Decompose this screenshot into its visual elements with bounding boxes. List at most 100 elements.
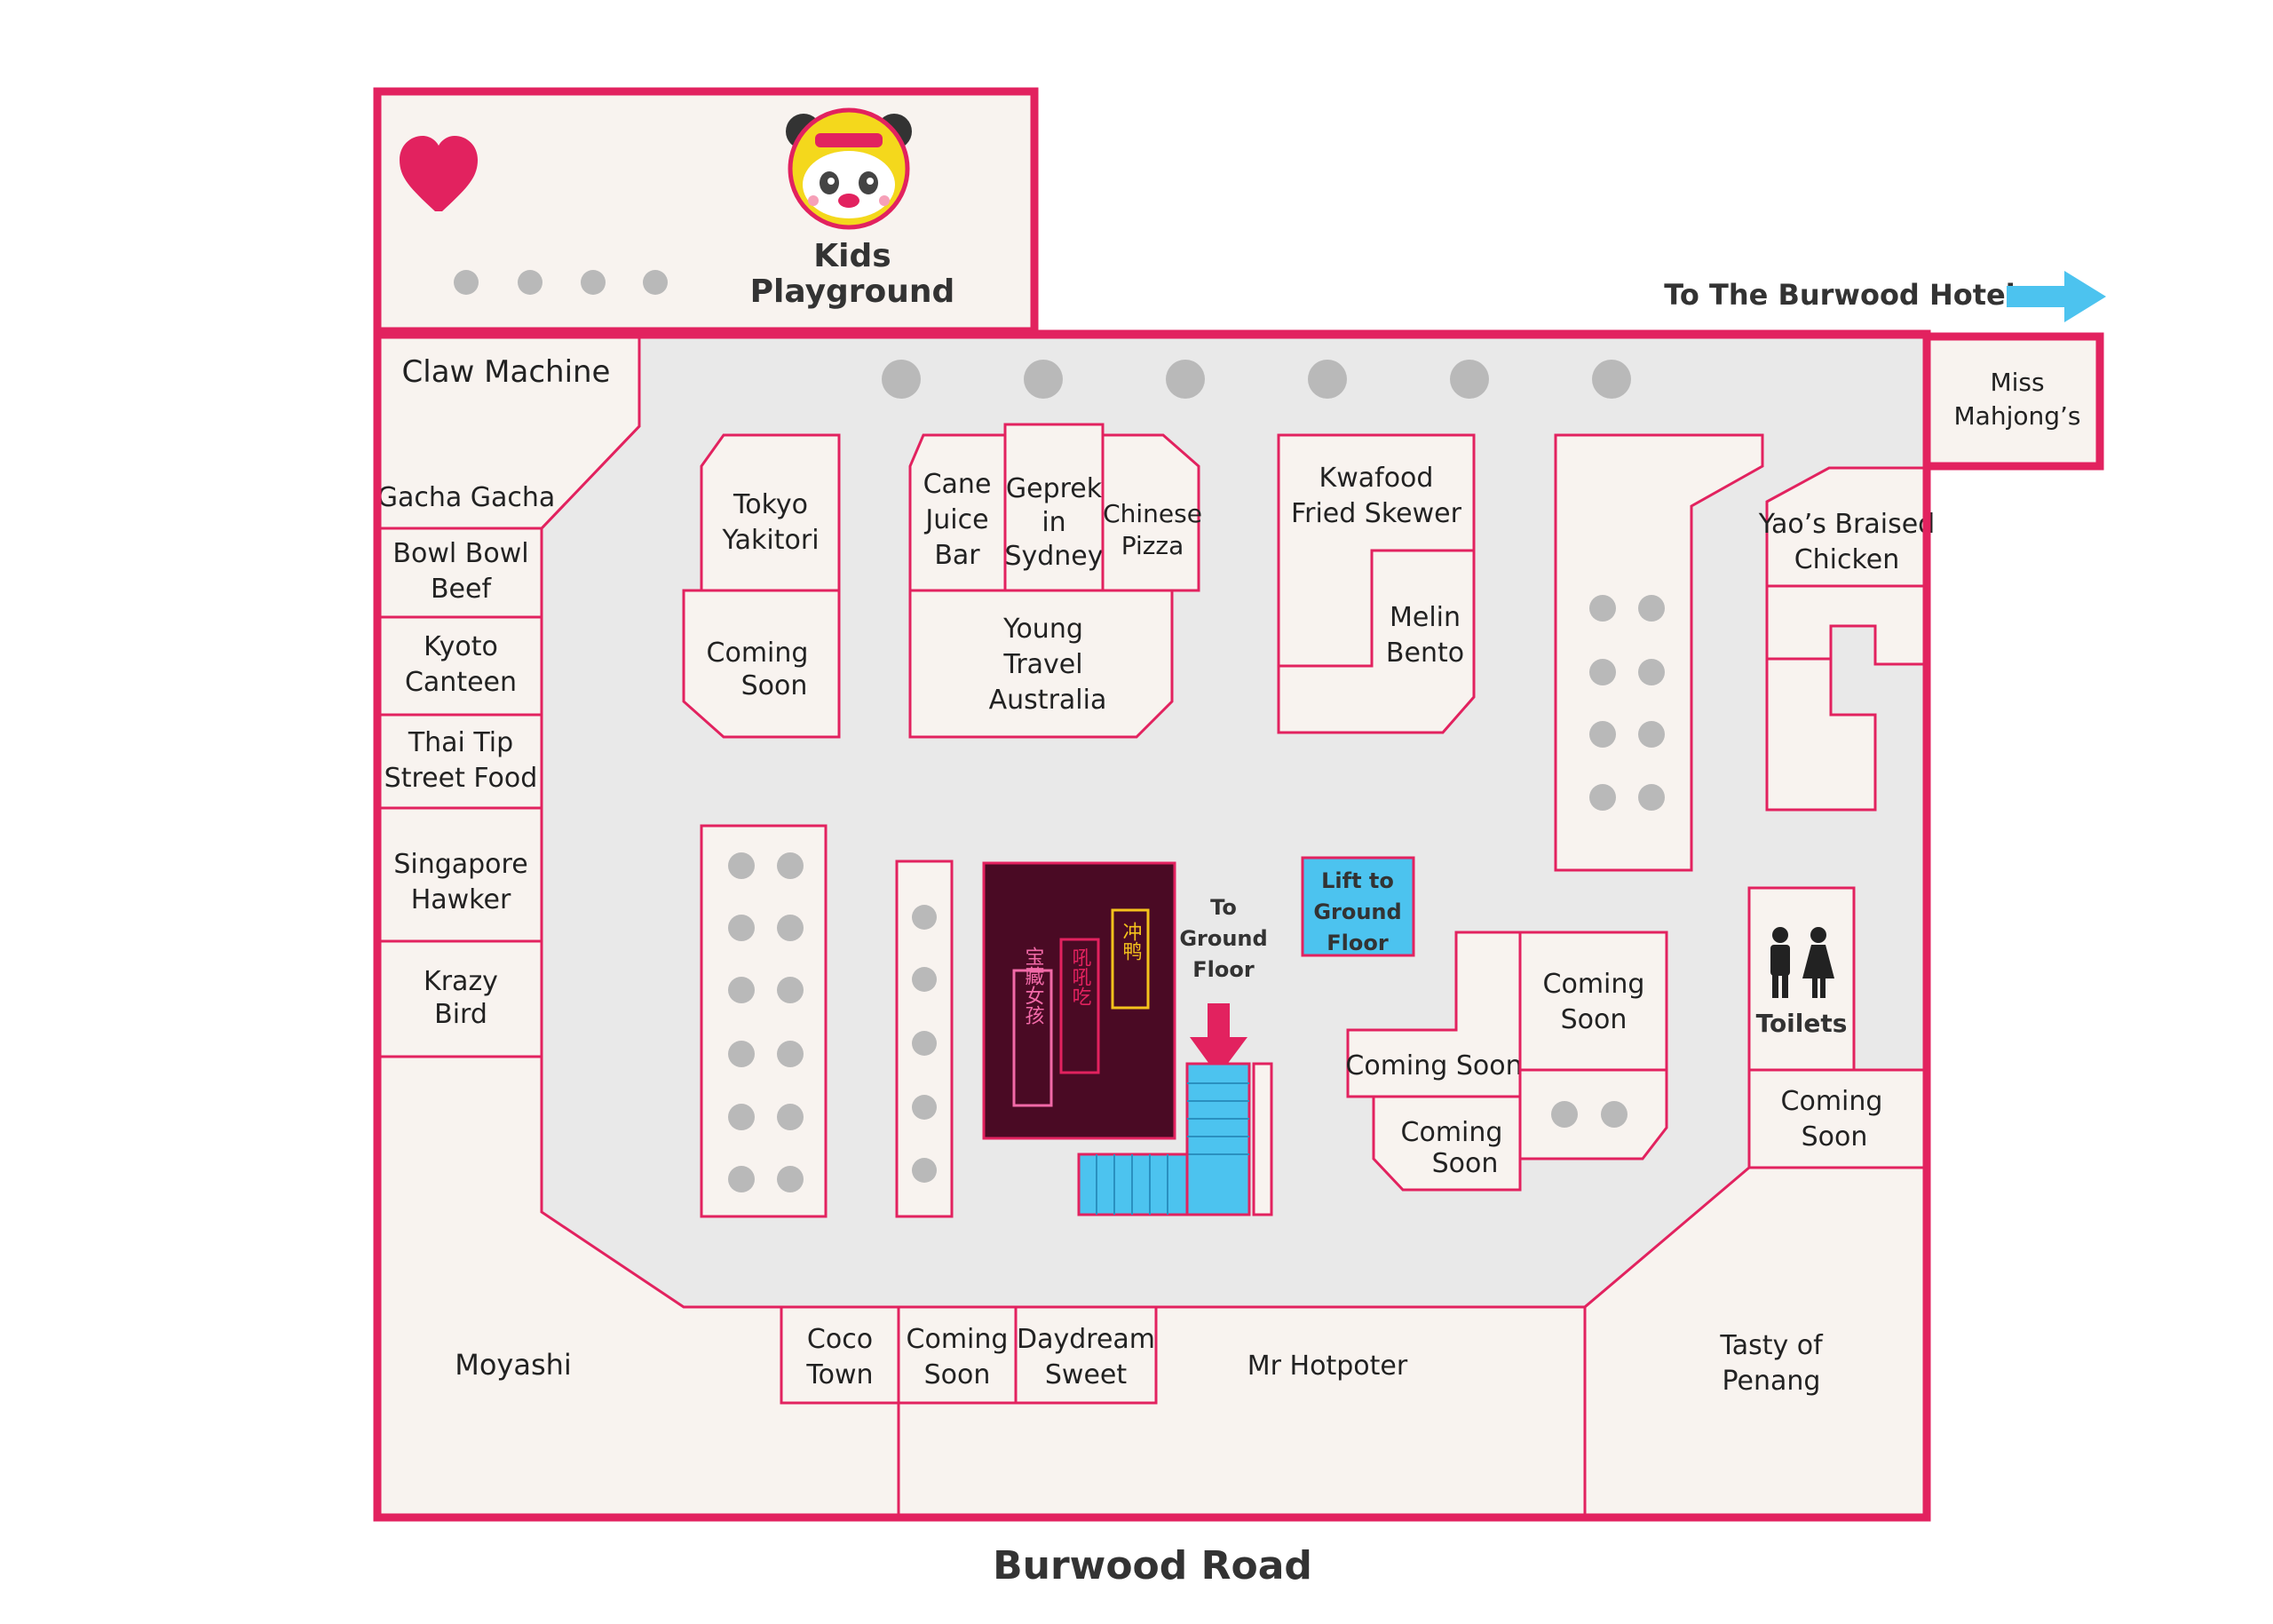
shop-label: Bird — [434, 999, 487, 1030]
seating-icon — [1589, 595, 1665, 811]
seating-icon — [454, 270, 668, 295]
shop-label: Bar — [934, 540, 980, 571]
shop-label: Yakitori — [721, 525, 819, 556]
kids-playground-title-line2: Playground — [750, 273, 955, 310]
shop-label: Juice — [923, 504, 988, 535]
shop-moyashi[interactable]: Moyashi — [455, 1348, 572, 1382]
seating-icon — [912, 905, 937, 1183]
shop-label: Coming — [1543, 969, 1645, 1000]
stairs-to-ground-floor[interactable]: To Ground Floor — [1077, 895, 1273, 1216]
shop-label: in — [1041, 507, 1065, 538]
shop-label: Sweet — [1045, 1359, 1127, 1390]
stairs-label-line2: Ground — [1179, 926, 1267, 951]
lift-label-line1: Lift to — [1321, 868, 1394, 893]
shop-label: Chicken — [1794, 544, 1900, 575]
shop-label: Soon — [741, 670, 808, 701]
shop-label: Miss — [1990, 368, 2044, 397]
shop-label: Beef — [431, 574, 492, 605]
shop-label: Soon — [1802, 1121, 1868, 1153]
shop-label: Krazy — [424, 966, 498, 997]
south-shops: Coco Town Coming Soon Daydream Sweet Mr … — [780, 1305, 1587, 1516]
shop-label: Tokyo — [733, 489, 808, 520]
seating-icon — [1551, 1101, 1628, 1128]
shop-label: Gacha Gacha — [377, 482, 556, 513]
shop-label: Geprek — [1006, 473, 1103, 504]
shop-label: Soon — [1432, 1148, 1499, 1179]
shop-label: Claw Machine — [402, 354, 611, 390]
shop-label: Mahjong’s — [1954, 401, 2081, 431]
shop-label: Coming — [1401, 1117, 1503, 1148]
seating-block-narrow — [895, 860, 954, 1218]
shop-label: Canteen — [405, 667, 517, 698]
hotel-direction-label: To The Burwood Hotel — [1664, 278, 2015, 312]
shop-label: Coco — [807, 1324, 873, 1355]
shop-geprek-in-sydney[interactable] — [1003, 423, 1105, 592]
shop-coco-town[interactable] — [780, 1305, 900, 1405]
neon-text-2: 吼吼吃 — [1069, 947, 1091, 1006]
shop-kyoto-canteen[interactable] — [378, 615, 543, 717]
shop-coming-soon[interactable] — [682, 589, 841, 739]
shop-label: Thai Tip — [408, 727, 513, 758]
shop-label: Travel — [1002, 649, 1082, 680]
stairs-label-line3: Floor — [1192, 957, 1255, 982]
toilets-icon — [1770, 927, 1834, 998]
shop-coming-soon[interactable] — [1518, 931, 1668, 1072]
kids-playground-title-line1: Kids — [813, 238, 891, 274]
shop-daydream-sweet[interactable] — [1014, 1305, 1158, 1405]
arrow-down-icon — [1190, 1003, 1247, 1076]
neon-text-1: 冲鸭 — [1120, 922, 1143, 961]
shop-label: Fried Skewer — [1291, 498, 1462, 529]
shop-label: Soon — [924, 1359, 991, 1390]
shop-label: Australia — [989, 685, 1107, 716]
shop-label: Sydney — [1004, 541, 1103, 572]
kids-playground-area: Kids Playground — [373, 87, 1039, 336]
shop-label: Tasty of — [1719, 1330, 1824, 1361]
stairs-label-line1: To — [1210, 895, 1237, 920]
shop-label: Daydream — [1017, 1324, 1155, 1355]
arrow-right-icon — [2007, 271, 2106, 322]
west-shop-column: Claw Machine Gacha Gacha Bowl Bowl Beef … — [377, 336, 641, 1382]
seating-icon — [882, 360, 1631, 399]
shop-label: Kwafood — [1319, 463, 1434, 494]
shop-label: Yao’s Braised — [1758, 509, 1935, 540]
shop-label: Young — [1002, 614, 1083, 645]
shop-miss-mahjongs[interactable]: Miss Mahjong’s — [1922, 332, 2104, 471]
panda-mascot-icon — [786, 107, 912, 230]
shop-label: Pizza — [1121, 531, 1184, 560]
outer-wall — [373, 329, 1931, 1522]
toilets[interactable] — [1747, 886, 1856, 1072]
shop-young-travel-australia[interactable] — [908, 589, 1174, 739]
seating-block-small — [1518, 1068, 1668, 1161]
shop-melin-bento[interactable] — [1277, 549, 1476, 734]
lift-label-line3: Floor — [1327, 931, 1389, 955]
shop-label: Street Food — [384, 763, 538, 794]
lift-to-ground-floor[interactable]: Lift to Ground Floor — [1301, 856, 1415, 957]
shop-label: Soon — [1561, 1004, 1628, 1035]
shop-label: Melin — [1390, 602, 1461, 633]
coming-soon-cluster: Coming Soon Coming Soon Coming Soon — [1345, 931, 1668, 1192]
shop-krazy-bird[interactable] — [378, 939, 543, 1058]
center-shops: Tokyo Yakitori Coming Soon Cane Juice Ba… — [682, 423, 1764, 872]
shop-label: Bowl Bowl — [392, 538, 528, 569]
shop-label: Coming — [907, 1324, 1009, 1355]
shop-chinese-pizza[interactable] — [1101, 433, 1200, 592]
shop-label: Coming — [707, 638, 809, 669]
shop-coming-soon[interactable] — [1747, 1068, 1928, 1169]
shop-label: Penang — [1723, 1366, 1821, 1397]
shop-label: Coming — [1781, 1086, 1883, 1117]
east-shops: Yao’s Braised Chicken Toilets Coming Soo… — [1583, 466, 1935, 1517]
shop-label: Bento — [1386, 638, 1464, 669]
shop-coming-soon[interactable] — [1372, 1095, 1522, 1192]
shop-mr-hotpoter[interactable]: Mr Hotpoter — [1247, 1351, 1408, 1382]
shop-label: Kyoto — [424, 631, 498, 662]
shop-label: Singapore — [393, 849, 527, 880]
heart-icon — [400, 136, 478, 211]
road-label: Burwood Road — [993, 1543, 1312, 1588]
seating-block-east — [1554, 433, 1764, 872]
shop-label: Town — [805, 1359, 873, 1390]
lift-label-line2: Ground — [1313, 899, 1401, 924]
shop-coming-soon[interactable] — [897, 1305, 1018, 1405]
neon-sign-panel: 冲鸭 吼吼吃 宝藏女孩 — [982, 861, 1176, 1140]
shop-singapore-hawker[interactable] — [378, 806, 543, 943]
